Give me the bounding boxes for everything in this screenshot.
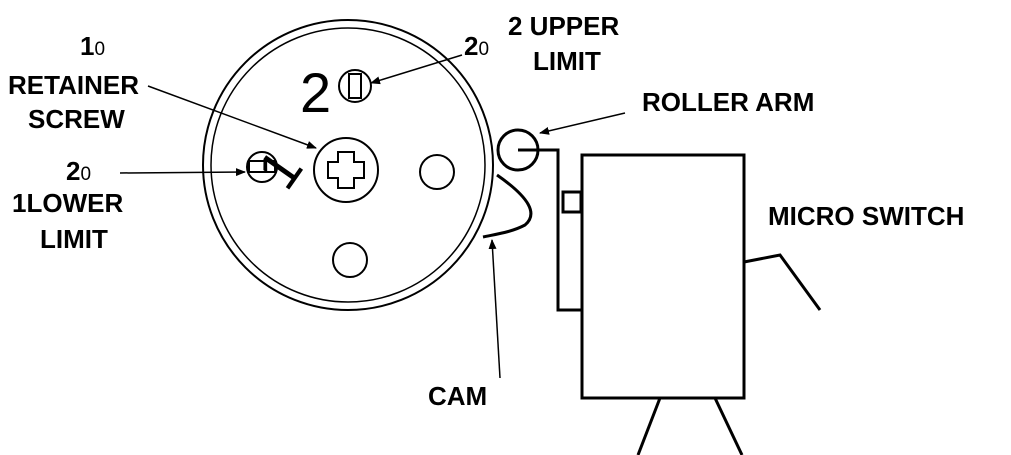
retainer-screw-number: 10 [80,31,105,61]
disc-inner-ring [210,27,486,303]
retainer-screw-head [313,137,379,203]
lower-limit-screw-head [246,151,278,183]
lower-limit-screw [246,151,278,183]
cam-label: CAM [428,381,487,411]
cam-lobe [482,173,533,239]
retainer-screw-label: 10 RETAINER SCREW [8,31,139,134]
disc-hole-right [419,154,455,190]
micro-switch-terminal [743,253,822,311]
micro-switch-label: MICRO SWITCH [768,201,964,231]
cam-arrow [488,239,501,379]
upper-limit-line2: LIMIT [533,46,601,76]
upper-limit-number: 20 [464,31,489,61]
lever-pivot [561,190,583,214]
retainer-screw-line2: SCREW [28,104,125,134]
upper-position-mark: 2 [300,61,331,124]
upper-limit-screw [338,69,372,103]
lower-limit-label: 20 1LOWER LIMIT [12,156,123,254]
disc-hole-bottom [332,242,368,278]
micro-switch [580,153,822,455]
upper-limit-line1: 2 UPPER [508,11,619,41]
roller-arm-lever [518,148,582,312]
micro-switch-leg-left [636,397,662,455]
micro-switch-leg-right [713,397,744,455]
upper-limit-screw-head [338,69,372,103]
disc-outer-ring [202,19,494,311]
lower-limit-number: 20 [66,156,91,186]
roller-arm-arrow [539,112,626,135]
retainer-screw-arrow [147,85,317,149]
slot-icon [348,73,362,99]
roller-arm [496,128,583,312]
micro-switch-body [580,153,746,400]
upper-limit-label: 20 2 UPPER LIMIT [464,11,619,76]
retainer-screw [313,137,379,203]
upper-limit-arrow [370,54,463,85]
slot-icon [248,160,276,173]
cam-disc: 2 1 [202,19,494,311]
retainer-screw-line1: RETAINER [8,70,139,100]
phillips-cross-icon [327,151,365,189]
lower-limit-line2: LIMIT [40,224,108,254]
lower-position-mark: 1 [245,138,314,200]
lower-limit-arrow [119,168,246,177]
roller-arm-label: ROLLER ARM [642,87,814,117]
lower-limit-line1: 1LOWER [12,188,123,218]
